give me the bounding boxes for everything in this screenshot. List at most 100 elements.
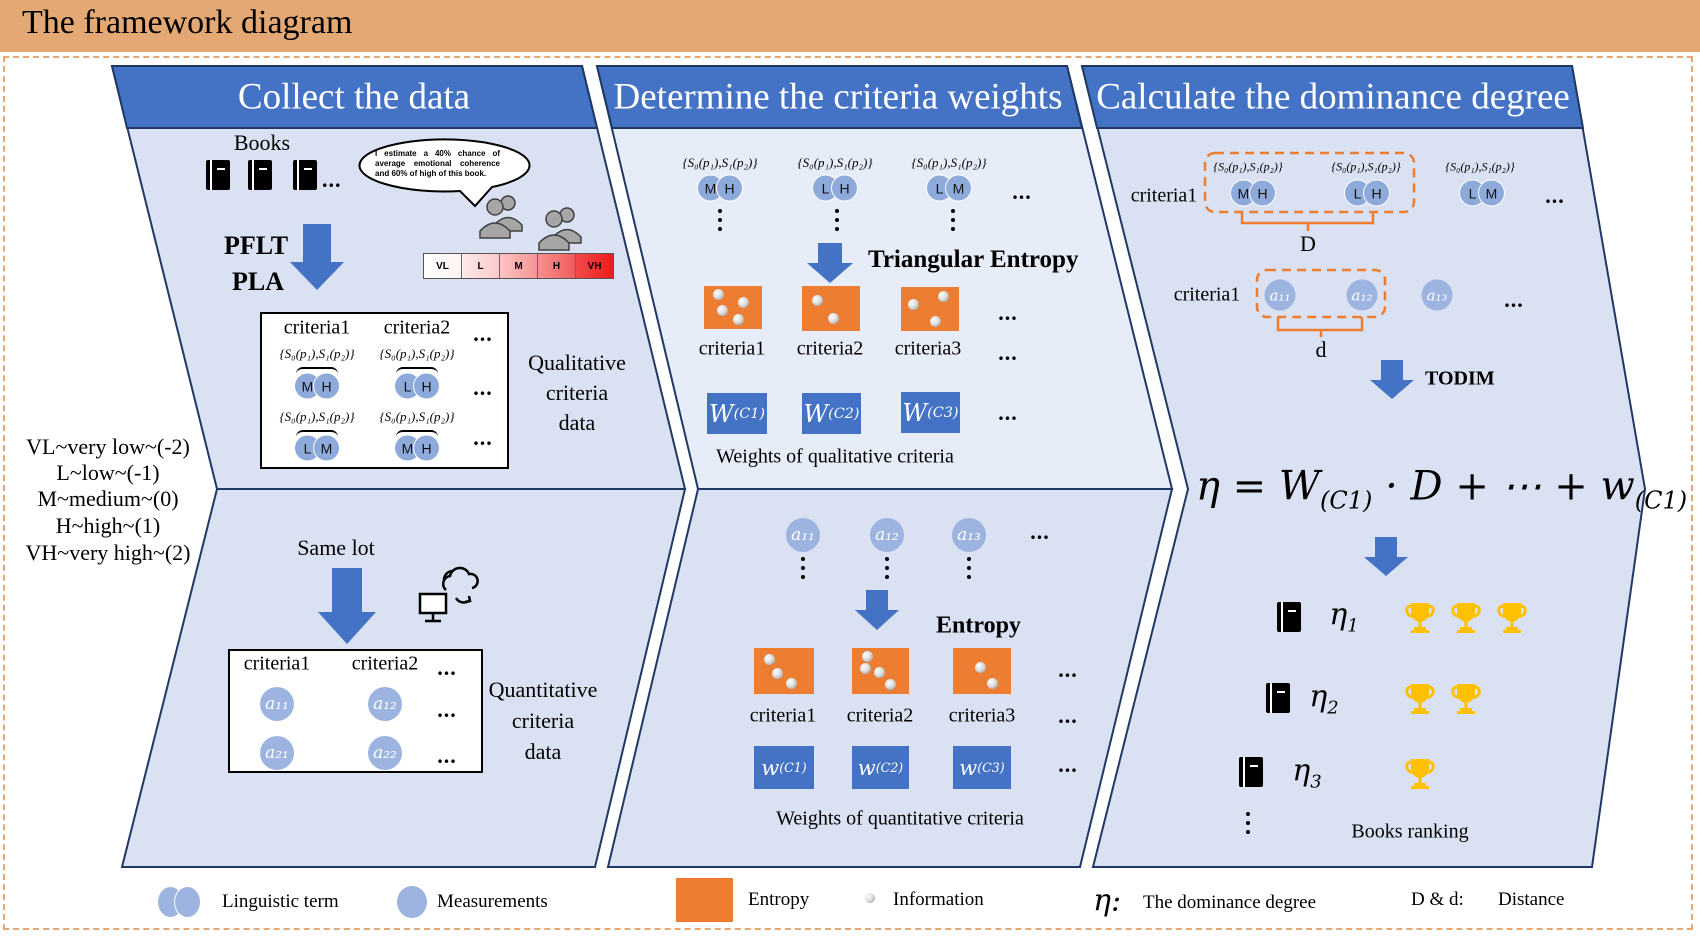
dominance-header: Calculate the dominance degree <box>1096 76 1570 118</box>
vertical-dots-icon <box>885 557 889 584</box>
legend-distance: Distance <box>1498 889 1565 910</box>
weight-symbol: W <box>902 398 928 427</box>
information-ball-icon <box>713 289 724 300</box>
quantitative-label-line: Quantitative <box>488 677 598 702</box>
arrow-down-icon <box>290 224 344 290</box>
quant-table-header-2: criteria2 <box>351 652 419 675</box>
term: H <box>413 434 440 462</box>
criteria-row-label: criteria1 <box>1173 283 1241 306</box>
information-ball-icon <box>987 678 998 689</box>
entropy-box <box>901 287 959 331</box>
qual-table-more: ... <box>473 425 493 450</box>
information-legend-icon <box>865 893 875 903</box>
trophy-icon <box>1405 759 1435 789</box>
term: H <box>1249 179 1276 207</box>
term: H <box>1363 179 1390 207</box>
weight-subscript: (C2) <box>875 760 904 775</box>
book-icon <box>293 160 317 190</box>
eta-subscript: 1 <box>1347 615 1359 637</box>
ranking-eta: η3 <box>1292 754 1321 793</box>
weight-symbol: w <box>959 755 978 780</box>
weight-subscript: (C3) <box>977 760 1005 775</box>
dominance-formula: η = W(C1) · D + ⋯ + w(C1) · d <box>1196 464 1700 515</box>
qual-table-header-2: criteria2 <box>383 316 451 339</box>
books-more: ... <box>322 167 342 192</box>
vertical-dots-icon <box>835 209 839 236</box>
trophy-icon <box>1451 684 1481 714</box>
vertical-dots-icon <box>801 557 805 584</box>
scale-h: H <box>538 254 576 278</box>
trophy-row <box>1402 756 1448 792</box>
information-ball-icon <box>738 297 749 308</box>
items-more: ... <box>1030 519 1050 544</box>
term-formula: {S₀(p₁),S₁(p₂)} <box>1445 159 1515 174</box>
term: M <box>1478 179 1505 207</box>
distance-group-box-D <box>1203 151 1416 214</box>
criteria-label: criteria1 <box>749 704 817 727</box>
weights-panel-header <box>595 65 1084 129</box>
term-formula: {S₀(p₁),S₁(p₂)} <box>911 155 987 170</box>
eta-subscript: 3 <box>1310 771 1322 793</box>
items-more: ... <box>1058 657 1078 682</box>
information-ball-icon <box>828 313 839 324</box>
information-ball-icon <box>717 305 728 316</box>
information-ball-icon <box>862 651 873 662</box>
information-ball-icon <box>938 291 949 302</box>
qual-table-header-1: criteria1 <box>283 316 351 339</box>
distance-label-D: D <box>1300 231 1316 256</box>
legend-distance-symbol: D & d: <box>1411 889 1464 910</box>
quant-table-more: ... <box>437 743 457 768</box>
book-icon <box>1277 602 1301 632</box>
information-ball-icon <box>874 667 885 678</box>
ranking-eta: η1 <box>1329 598 1358 637</box>
weight-symbol: w <box>857 755 876 780</box>
measurement: a₁₃ <box>952 518 986 552</box>
arrow-down-icon <box>1364 537 1408 576</box>
vertical-dots-icon <box>967 557 971 584</box>
criteria-row-label: criteria1 <box>1130 184 1198 207</box>
trophy-row <box>1402 600 1540 636</box>
vertical-dots-icon <box>718 209 722 236</box>
quant-table-header-1: criteria1 <box>243 652 311 675</box>
title-bar: The framework diagram <box>0 0 1700 52</box>
vertical-dots-icon <box>1246 812 1250 839</box>
measurement: a₁₃ <box>1421 279 1453 311</box>
weight-box: w(C3) <box>953 746 1011 789</box>
trophy-icon <box>1405 603 1435 633</box>
criteria-label: criteria3 <box>894 337 962 360</box>
formula-subscript: (C1) <box>1634 486 1688 515</box>
entropy-box <box>704 286 762 329</box>
quant-table-more: ... <box>437 697 457 722</box>
same-lot-label: Same lot <box>297 535 375 560</box>
term-formula: {S₀(p₁),S₁(p₂)} <box>682 155 758 170</box>
information-ball-icon <box>786 678 797 689</box>
eta-symbol: η <box>1329 597 1348 633</box>
criteria-label: criteria2 <box>846 704 914 727</box>
arrow-down-icon <box>1370 360 1414 399</box>
legend-entropy: Entropy <box>748 889 810 910</box>
diagram-title: The framework diagram <box>22 4 353 41</box>
formula-part: η = W <box>1196 463 1321 510</box>
items-more: ... <box>1058 703 1078 728</box>
information-ball-icon <box>908 299 919 310</box>
legend-information: Information <box>893 889 984 910</box>
entropy-box <box>754 648 814 694</box>
books-label: Books <box>233 130 291 155</box>
cloud-sync-computer-icon <box>418 566 479 623</box>
information-ball-icon <box>764 654 775 665</box>
weight-subscript: (C3) <box>927 404 959 421</box>
arrow-down-icon <box>318 568 376 644</box>
entropy-box <box>953 648 1011 694</box>
measurement: a₁₂ <box>1346 279 1378 311</box>
qual-table-more: ... <box>473 375 493 400</box>
speech-bubble-shape <box>358 138 531 208</box>
vertical-dots-icon <box>951 209 955 236</box>
weight-box: W(C1) <box>707 393 767 434</box>
criteria-label: criteria1 <box>698 337 766 360</box>
